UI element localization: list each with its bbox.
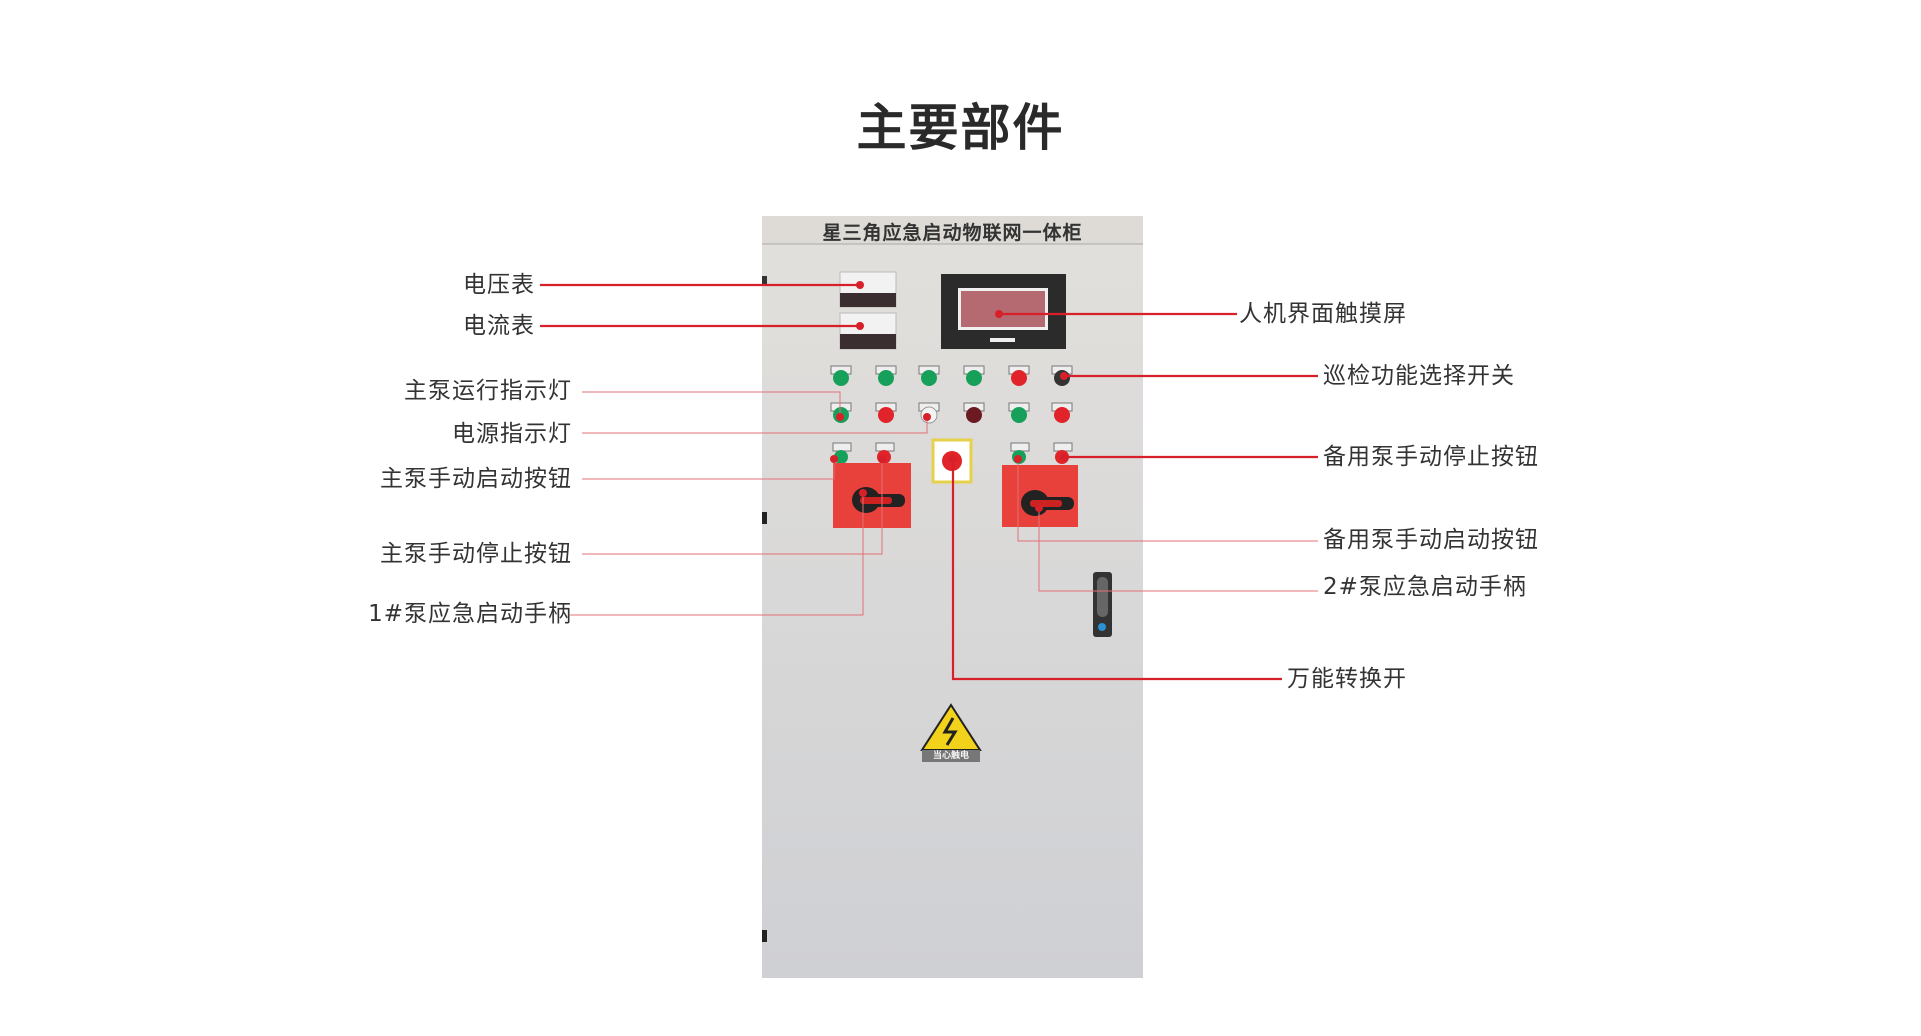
- warning-sign-text: 当心触电: [932, 751, 969, 761]
- label-hmi: 人机界面触摸屏: [1239, 301, 1407, 327]
- label-pump2-handle: 2#泵应急启动手柄: [1323, 574, 1527, 600]
- label-standby-stop: 备用泵手动停止按钮: [1323, 444, 1539, 470]
- label-standby-start: 备用泵手动启动按钮: [1323, 527, 1539, 553]
- label-power-lamp: 电源指示灯: [452, 421, 572, 447]
- leader-pump2-handle: [1038, 508, 1318, 592]
- electric-shock-warning-sign: [920, 703, 982, 762]
- label-main-pump-stop: 主泵手动停止按钮: [380, 541, 572, 567]
- pump-2-emergency-handle: [1002, 465, 1078, 527]
- page-title: 主要部件: [856, 99, 1065, 157]
- leader-power-lamp: [582, 417, 928, 434]
- cabinet-name: 星三角应急启动物联网一体柜: [822, 222, 1083, 244]
- leader-universal-switch: [951, 459, 1282, 681]
- leader-main-pump-stop: [582, 459, 883, 555]
- label-voltmeter: 电压表: [463, 272, 535, 298]
- leader-main-pump-run-lamp: [582, 391, 841, 417]
- label-ammeter: 电流表: [463, 313, 535, 339]
- voltmeter: [839, 271, 897, 308]
- label-main-pump-run-lamp: 主泵运行指示灯: [404, 378, 572, 404]
- label-patrol-switch: 巡检功能选择开关: [1323, 363, 1515, 389]
- ammeter: [839, 312, 897, 350]
- leader-main-pump-start: [582, 459, 835, 480]
- annotation-lines: [540, 283, 1318, 681]
- pump-1-emergency-handle: [833, 463, 911, 528]
- door-handle: [1093, 572, 1112, 637]
- leader-pump1-handle: [570, 493, 864, 616]
- hmi-touchscreen: [941, 274, 1066, 349]
- label-pump1-handle: 1#泵应急启动手柄: [368, 601, 572, 627]
- label-main-pump-start: 主泵手动启动按钮: [380, 466, 572, 492]
- leader-standby-start: [1017, 459, 1318, 542]
- annotation-dots: [830, 281, 1068, 512]
- label-universal-switch: 万能转换开: [1287, 666, 1407, 692]
